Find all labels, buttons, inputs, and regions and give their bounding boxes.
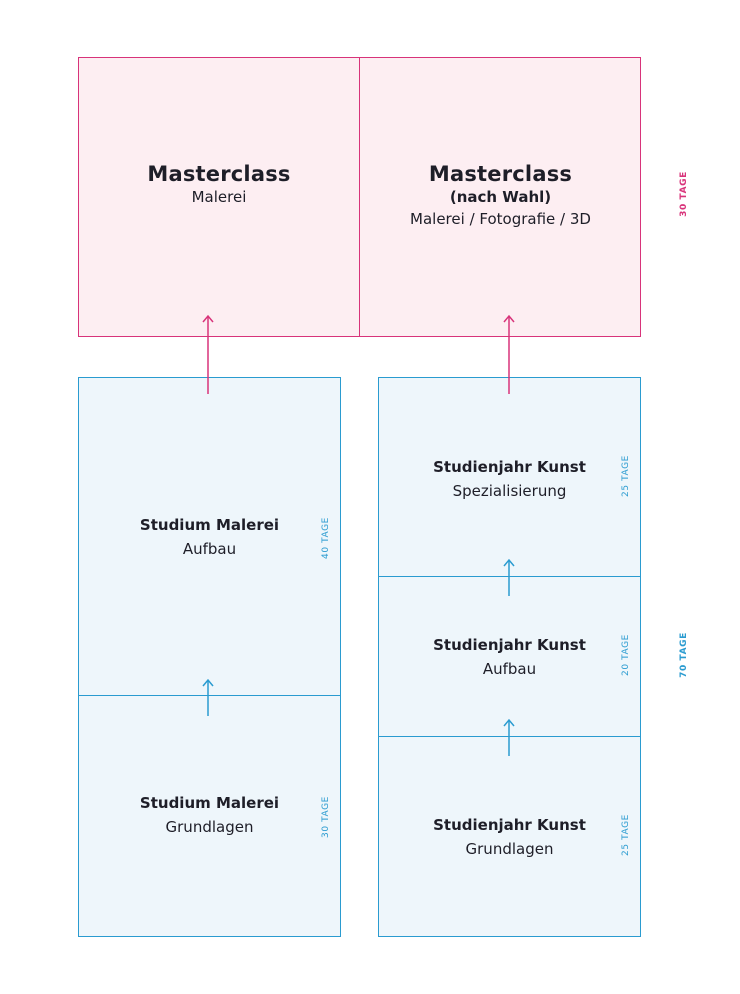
kunst-aufbau-node: Studienjahr Kunst Aufbau <box>378 577 641 736</box>
node-title: Studienjahr Kunst <box>433 458 586 476</box>
node-subtitle: Aufbau <box>182 540 237 558</box>
arrow-studium-to-masterclass <box>202 314 214 394</box>
node-title: Masterclass <box>428 162 573 186</box>
masterclass-malerei-node: Masterclass Malerei <box>78 57 360 337</box>
arrow-kunst-to-masterclass <box>503 314 515 394</box>
node-subtitle: Malerei <box>191 188 247 206</box>
studium-aufbau-node: Studium Malerei Aufbau <box>78 377 341 695</box>
node-title: Studium Malerei <box>139 794 280 812</box>
node-subtitle: Malerei / Fotografie / 3D <box>410 210 591 228</box>
studium-grundlagen-node: Studium Malerei Grundlagen <box>78 696 341 937</box>
node-subtitle: Grundlagen <box>465 840 554 858</box>
node-title: Studium Malerei <box>139 516 280 534</box>
node-title: Studienjahr Kunst <box>433 636 586 654</box>
node-choice-label: (nach Wahl) <box>449 188 552 206</box>
kunst-grundlagen-node: Studienjahr Kunst Grundlagen <box>378 737 641 937</box>
masterclass-divider <box>359 57 360 337</box>
studium-divider <box>78 695 341 696</box>
node-subtitle: Grundlagen <box>165 818 254 836</box>
arrow-kunst-aufbau-to-spezialisierung <box>503 558 515 596</box>
node-title: Masterclass <box>147 162 291 186</box>
masterclass-choice-node: Masterclass (nach Wahl) Malerei / Fotogr… <box>360 57 641 337</box>
node-title: Studienjahr Kunst <box>433 816 586 834</box>
node-subtitle: Spezialisierung <box>452 482 567 500</box>
node-subtitle: Aufbau <box>482 660 537 678</box>
kunst-column <box>378 377 641 937</box>
kunst-spezialisierung-node: Studienjahr Kunst Spezialisierung <box>378 377 641 576</box>
studium-column <box>78 377 341 937</box>
arrow-studium-grundlagen-to-aufbau <box>202 678 214 716</box>
arrow-kunst-grundlagen-to-aufbau <box>503 718 515 756</box>
